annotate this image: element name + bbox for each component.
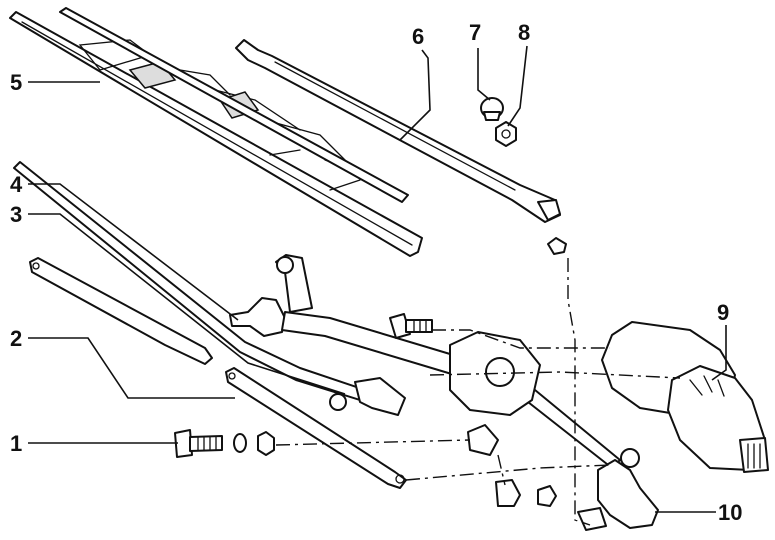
alignment-lines [275, 258, 681, 526]
callout-9: 9 [717, 300, 729, 325]
callout-5: 5 [10, 70, 22, 95]
linkage-rod-long [13, 161, 406, 416]
callout-6: 6 [412, 24, 424, 49]
callout-1: 1 [10, 431, 22, 456]
connecting-rod-lower [225, 367, 407, 489]
callout-10: 10 [718, 500, 742, 525]
callout-3: 3 [10, 202, 22, 227]
cap-and-nut [480, 97, 567, 255]
bolt-and-washers [174, 429, 275, 458]
arm-short [29, 257, 213, 365]
wiper-frame [229, 254, 659, 531]
callout-7: 7 [469, 20, 481, 45]
wiper-blade [9, 11, 423, 257]
frame-bolt [389, 313, 433, 339]
callout-4: 4 [10, 172, 23, 197]
wiper-arm-upper [59, 7, 561, 223]
leader-lines [28, 45, 727, 513]
callout-8: 8 [518, 20, 530, 45]
callout-2: 2 [10, 326, 22, 351]
wiper-motor [601, 321, 769, 473]
